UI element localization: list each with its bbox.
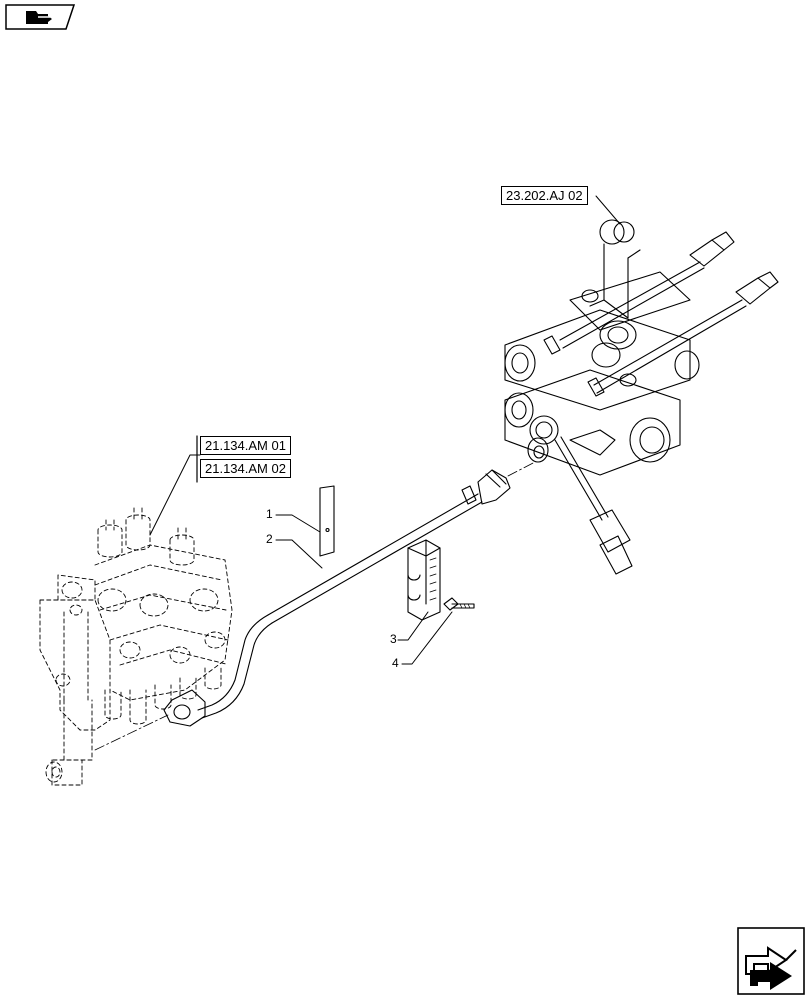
pipe-clamp: [407, 539, 441, 621]
callout-2: 2: [266, 532, 273, 546]
callout-1: 1: [266, 507, 273, 521]
hydraulic-pipe: [163, 469, 511, 727]
previous-section-button[interactable]: [4, 3, 76, 31]
callout-4: 4: [392, 656, 399, 670]
right-control-valve-assembly: [504, 219, 779, 575]
plate-part: [319, 485, 335, 557]
centerline-lower: [94, 714, 169, 751]
next-section-icon: [737, 927, 805, 995]
reference-21-134-am-02[interactable]: 21.134.AM 02: [200, 459, 291, 478]
centerline-upper: [507, 461, 536, 477]
leader-left-valve: [149, 454, 201, 536]
leader-right-valve: [595, 195, 621, 225]
left-control-valve-assembly: [39, 507, 233, 786]
reference-21-134-am-01[interactable]: 21.134.AM 01: [200, 436, 291, 455]
callout-leaders: [275, 514, 453, 665]
previous-section-icon: [5, 4, 76, 30]
callout-3: 3: [390, 632, 397, 646]
bolt-part: [443, 597, 475, 611]
next-section-button[interactable]: [736, 926, 806, 996]
reference-23-202-aj-02[interactable]: 23.202.AJ 02: [501, 186, 588, 205]
